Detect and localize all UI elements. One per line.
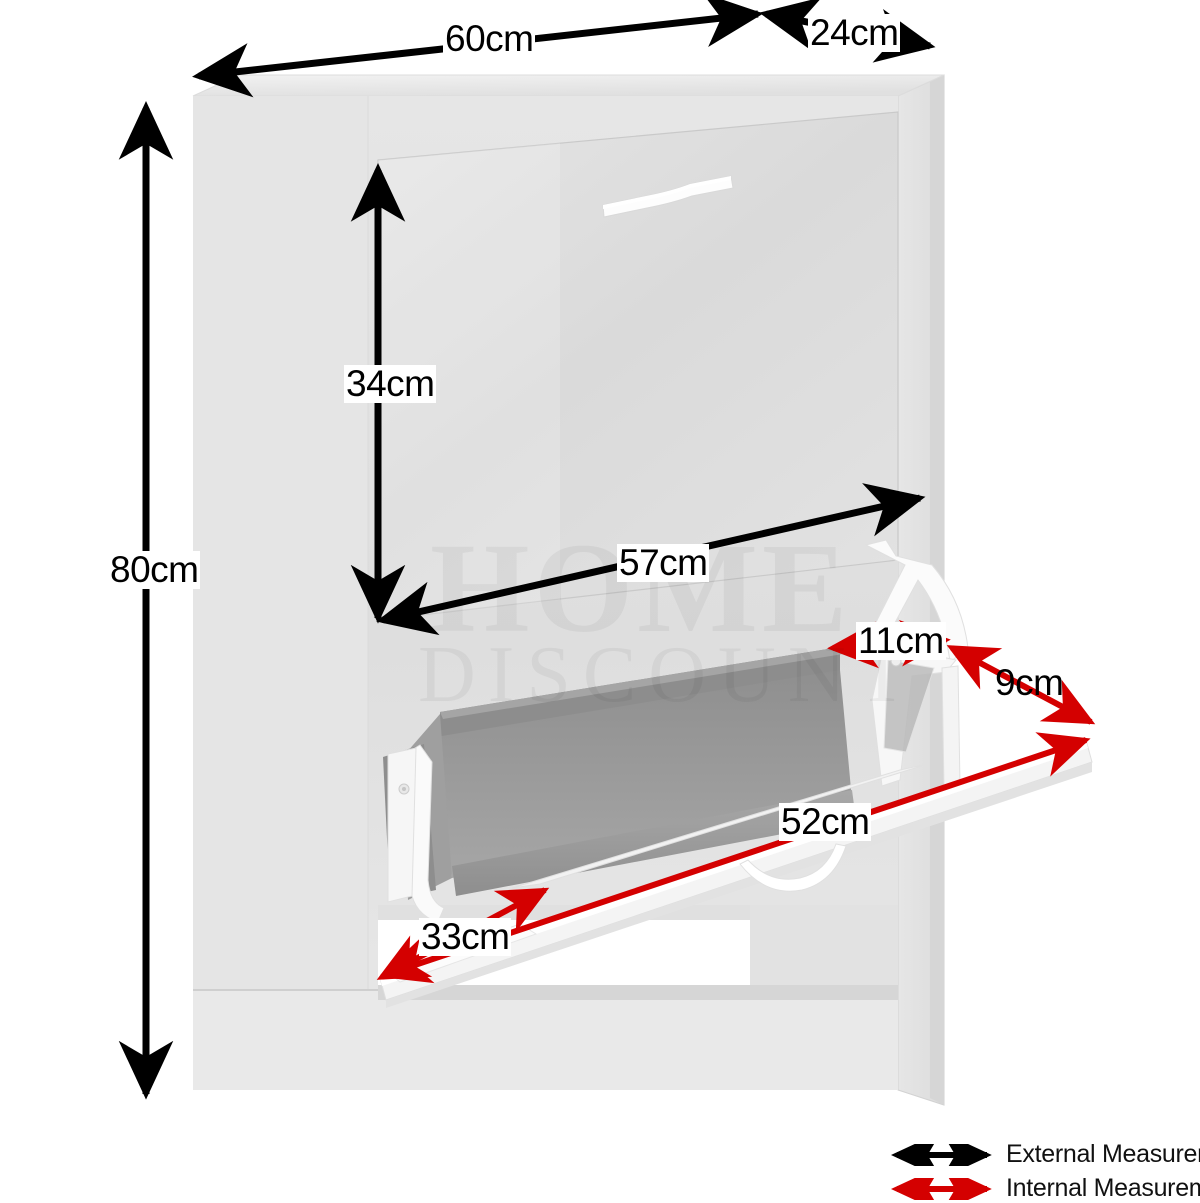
- dimension-label-width: 60cm: [443, 18, 536, 59]
- legend-item-external: External Measurements: [888, 1140, 1200, 1169]
- dimension-label-inner-depth-top: 11cm: [856, 620, 946, 661]
- legend-label-internal: Internal Measurements: [1006, 1174, 1200, 1202]
- dimension-label-height: 80cm: [108, 549, 201, 590]
- dimension-line-inner-depth-side: [946, 645, 1096, 725]
- dimension-label-drawer-height: 34cm: [344, 363, 437, 404]
- legend-arrow-internal: [891, 1177, 992, 1200]
- dimension-label-depth: 24cm: [808, 12, 901, 53]
- legend: External Measurements Internal Measureme…: [888, 1140, 1200, 1203]
- dimension-label-drawer-width: 57cm: [617, 542, 710, 583]
- legend-label-external: External Measurements: [1006, 1140, 1200, 1168]
- legend-arrow-external: [891, 1143, 992, 1166]
- legend-item-internal: Internal Measurements: [888, 1174, 1200, 1203]
- dimension-label-inner-width: 52cm: [779, 801, 872, 842]
- dimension-label-inner-depth-side: 9cm: [995, 662, 1064, 703]
- dimension-label-inner-depth-base: 33cm: [419, 916, 512, 957]
- drawer-handle: [602, 175, 734, 218]
